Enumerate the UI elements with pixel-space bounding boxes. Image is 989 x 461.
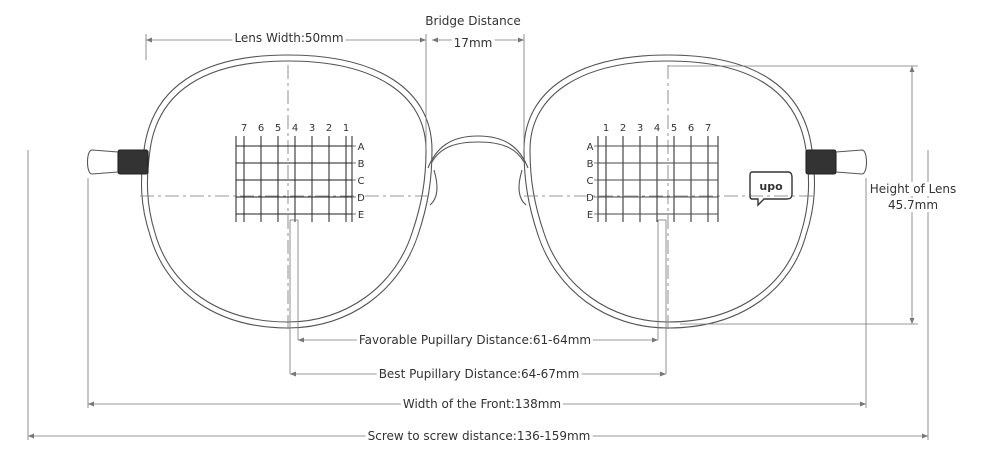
dimension-lines bbox=[27, 34, 929, 440]
grid-col-number: 1 bbox=[603, 123, 609, 134]
lens-width-label: Lens Width:50mm bbox=[232, 31, 346, 45]
grid-row-letter: A bbox=[358, 142, 365, 153]
bridge-distance-value: 17mm bbox=[451, 36, 495, 50]
pd-lines bbox=[289, 219, 667, 375]
screw-distance-label: Screw to screw distance:136-159mm bbox=[365, 429, 593, 443]
grid-row-letter: D bbox=[357, 193, 365, 204]
grid-col-number: 5 bbox=[671, 123, 677, 134]
front-width-label: Width of the Front:138mm bbox=[400, 397, 564, 411]
grid-col-number: 5 bbox=[275, 123, 281, 134]
grid-row-letter: E bbox=[587, 210, 593, 221]
nose-pad-right bbox=[518, 169, 527, 206]
grid-row-letter: B bbox=[358, 159, 365, 170]
upo-logo-icon: upo bbox=[749, 171, 793, 207]
grid-col-number: 6 bbox=[688, 123, 694, 134]
nose-pad-left bbox=[429, 169, 438, 206]
favorable-pd-label: Favorable Pupillary Distance:61-64mm bbox=[356, 333, 594, 347]
bridge-distance-title: Bridge Distance bbox=[423, 14, 523, 28]
height-of-lens-value: 45.7mm bbox=[885, 198, 941, 212]
best-pd-label: Best Pupillary Distance:64-67mm bbox=[376, 367, 582, 381]
grid-col-number: 4 bbox=[654, 123, 660, 134]
grid-col-number: 6 bbox=[258, 123, 264, 134]
left-temple-end bbox=[86, 149, 119, 175]
grid-col-number: 3 bbox=[309, 123, 315, 134]
grid-row-letter: C bbox=[587, 176, 594, 187]
bridge-inner bbox=[431, 141, 525, 163]
height-of-lens-title: Height of Lens bbox=[867, 182, 959, 196]
dimension-arrows bbox=[28, 37, 928, 439]
grid-row-letter: E bbox=[358, 210, 364, 221]
right-temple-end bbox=[835, 149, 868, 175]
grid-row-letter: D bbox=[586, 193, 594, 204]
grid-row-letter: B bbox=[587, 159, 594, 170]
bridge bbox=[427, 135, 529, 169]
logo-text: upo bbox=[759, 180, 783, 193]
grid-row-letter: C bbox=[358, 176, 365, 187]
grid-col-number: 7 bbox=[241, 123, 247, 134]
grid-col-number: 1 bbox=[343, 123, 349, 134]
left-hinge bbox=[117, 149, 149, 175]
grid-col-number: 4 bbox=[292, 123, 298, 134]
frame bbox=[86, 54, 868, 329]
right-hinge bbox=[805, 149, 837, 175]
left-lens-outer bbox=[140, 54, 433, 329]
grid-col-number: 7 bbox=[705, 123, 711, 134]
grid-row-letter: A bbox=[587, 142, 594, 153]
grid-col-number: 3 bbox=[637, 123, 643, 134]
grid-col-number: 2 bbox=[620, 123, 626, 134]
grid-col-number: 2 bbox=[326, 123, 332, 134]
left-lens-inner bbox=[146, 60, 427, 323]
